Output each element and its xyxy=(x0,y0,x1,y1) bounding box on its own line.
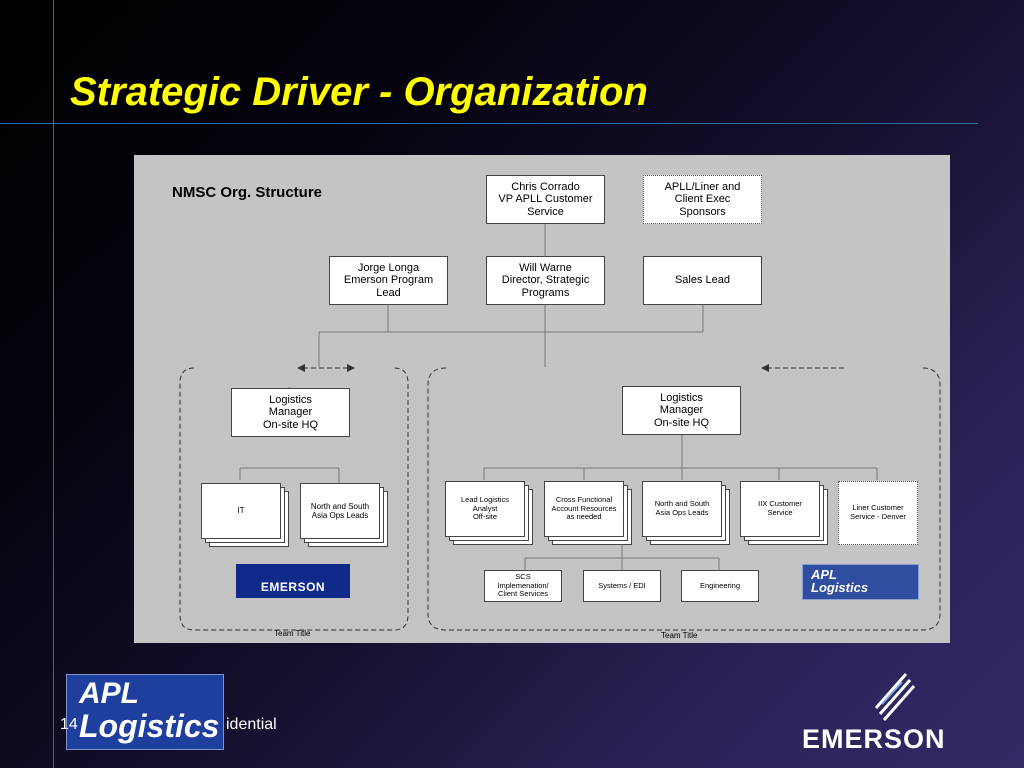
apl-logo-line2: Logistics xyxy=(79,708,220,744)
right-asia-ops-text: North and South Asia Ops Leads xyxy=(654,499,710,517)
systems-edi-box: Systems / EDI xyxy=(583,570,661,602)
horizontal-accent-line xyxy=(0,123,978,124)
apl-logo-small-line2: Logistics xyxy=(811,580,869,595)
left-logistics-manager-text: Logistics Manager On-site HQ xyxy=(262,393,318,431)
strategic-programs-director-text: Will Warne Director, Strategic Programs xyxy=(501,261,590,299)
connector-lines xyxy=(179,224,941,631)
left-asia-ops-box: North and South Asia Ops Leads xyxy=(300,483,380,539)
slide-title: Strategic Driver - Organization xyxy=(70,70,648,114)
engineering-text: Engineering xyxy=(699,580,741,590)
org-chart-heading: NMSC Org. Structure xyxy=(172,184,323,201)
systems-edi-text: Systems / EDI xyxy=(598,580,646,590)
left-asia-ops-text: North and South Asia Ops Leads xyxy=(310,501,370,520)
apl-logistics-logo-small: APL Logistics xyxy=(802,564,919,600)
strategic-programs-director-box: Will Warne Director, Strategic Programs xyxy=(486,256,605,305)
iix-service-box: IIX Customer Service xyxy=(740,481,820,537)
emerson-program-lead-text: Jorge Longa Emerson Program Lead xyxy=(343,261,434,299)
exec-sponsors-text: APLL/Liner and Client Exec Sponsors xyxy=(664,180,741,218)
apl-logistics-logo: APL Logistics xyxy=(66,674,224,750)
right-team-title: Team Title xyxy=(661,631,698,640)
right-logistics-manager-text: Logistics Manager On-site HQ xyxy=(653,391,709,429)
it-box: IT xyxy=(201,483,281,539)
slide-number: 14 xyxy=(60,716,78,733)
sales-lead-box: Sales Lead xyxy=(643,256,762,305)
cross-functional-text: Cross Functional Account Resources as ne… xyxy=(551,495,617,522)
scs-implementation-text: SCS Implemenation/ Client Services xyxy=(497,572,549,599)
emerson-program-lead-box: Jorge Longa Emerson Program Lead xyxy=(329,256,448,305)
cross-functional-box: Cross Functional Account Resources as ne… xyxy=(544,481,624,537)
apl-logo-small-line1: APL xyxy=(811,567,837,582)
lead-analyst-box: Lead Logistics Analyst Off-site xyxy=(445,481,525,537)
sales-lead-text: Sales Lead xyxy=(674,274,731,287)
emerson-logo-small: EMERSON xyxy=(236,564,350,598)
right-asia-ops-box: North and South Asia Ops Leads xyxy=(642,481,722,537)
liner-service-text: Liner Customer Service - Denver xyxy=(850,503,906,521)
vp-customer-service-box: Chris Corrado VP APLL Customer Service xyxy=(486,175,605,224)
emerson-logo: EMERSON xyxy=(800,668,990,758)
left-logistics-manager-box: Logistics Manager On-site HQ xyxy=(231,388,350,437)
footer-confidential-text: idential xyxy=(226,716,277,733)
vp-customer-service-text: Chris Corrado VP APLL Customer Service xyxy=(498,180,593,218)
right-logistics-manager-box: Logistics Manager On-site HQ xyxy=(622,386,741,435)
engineering-box: Engineering xyxy=(681,570,759,602)
org-chart-panel: NMSC Org. Structure Chris Corrado VP APL… xyxy=(134,155,950,643)
lead-analyst-text: Lead Logistics Analyst Off-site xyxy=(461,495,509,522)
emerson-logo-text: EMERSON xyxy=(802,724,946,754)
vertical-accent-line xyxy=(53,0,54,768)
emerson-emblem-icon xyxy=(874,673,916,721)
apl-logo-line1: APL xyxy=(79,677,139,710)
exec-sponsors-box: APLL/Liner and Client Exec Sponsors xyxy=(643,175,762,224)
iix-service-text: IIX Customer Service xyxy=(758,499,802,517)
it-text: IT xyxy=(237,506,245,516)
left-team-title: Team Title xyxy=(274,629,311,638)
liner-service-box: Liner Customer Service - Denver xyxy=(838,481,918,545)
emerson-logo-small-text: EMERSON xyxy=(260,580,326,594)
scs-implementation-box: SCS Implemenation/ Client Services xyxy=(484,570,562,602)
